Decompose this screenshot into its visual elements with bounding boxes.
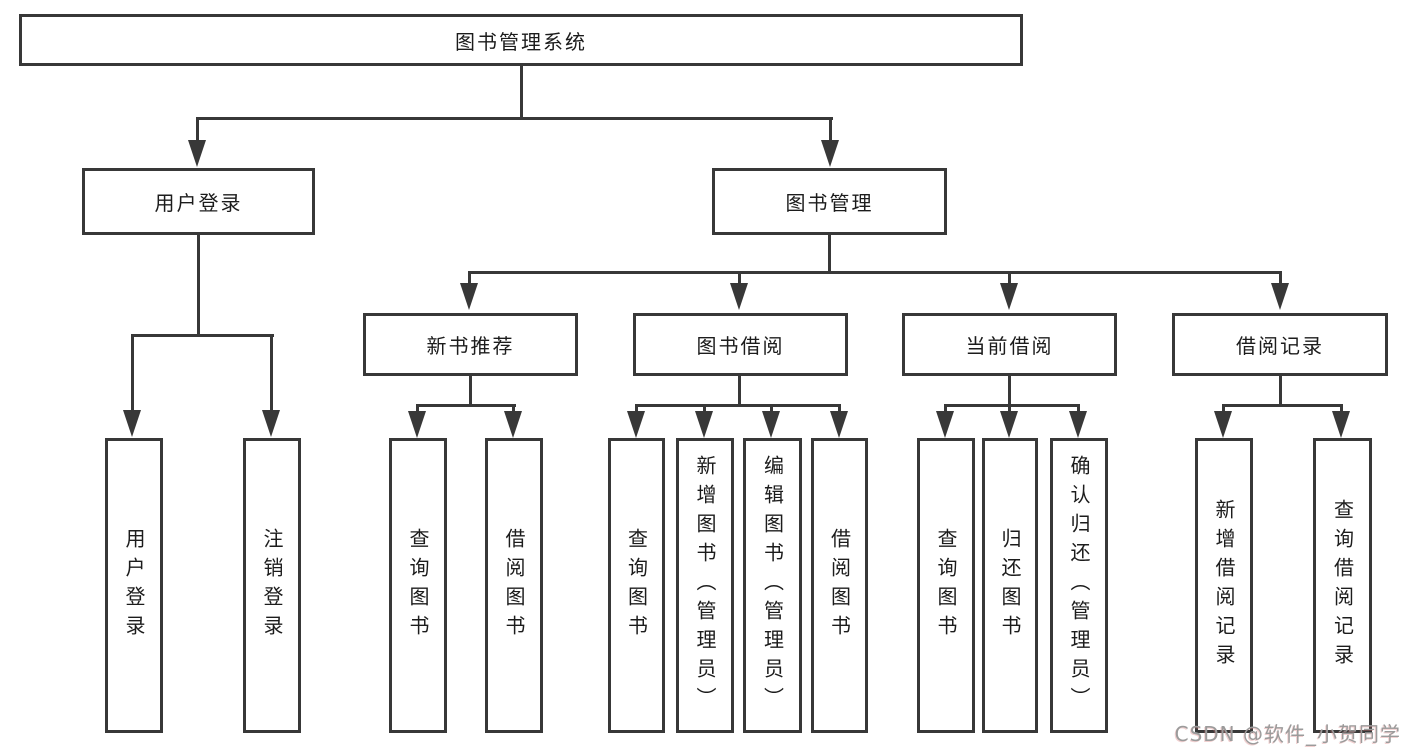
arrowhead-leaf-user-login-icon — [123, 410, 141, 437]
arrowhead-current-borrow-icon — [1000, 283, 1018, 310]
connector-drop — [635, 404, 638, 414]
connector-drop — [1340, 404, 1343, 414]
arrowhead-icon — [830, 411, 848, 438]
node-book-management-system: 图书管理系统 — [19, 14, 1023, 66]
connector-new-book-stem — [469, 376, 472, 406]
connector-user-login-distributor — [131, 334, 274, 337]
connector-borrow-records-distributor — [1222, 404, 1343, 407]
arrowhead-icon — [1069, 411, 1087, 438]
connector-drop-book-management — [829, 117, 832, 142]
connector-drop-leaf-user-login — [131, 334, 134, 412]
connector-borrow-records-stem — [1279, 376, 1282, 406]
csdn-watermark: CSDN @软件_小贺同学 — [1174, 722, 1401, 746]
arrowhead-user-login-icon — [188, 140, 206, 167]
connector-drop — [944, 404, 947, 414]
connector-drop-current-borrow — [1008, 271, 1011, 285]
leaf-logout: 注销登录 — [243, 438, 301, 733]
leaf-confirm-return-admin: 确认归还（管理员） — [1050, 438, 1108, 733]
arrowhead-icon — [504, 411, 522, 438]
connector-drop — [416, 404, 419, 414]
connector-book-borrow-distributor — [635, 404, 841, 407]
arrowhead-icon — [1214, 411, 1232, 438]
connector-user-login-stem — [197, 235, 200, 335]
node-new-book-recommend: 新书推荐 — [363, 313, 578, 376]
connector-drop-user-login — [196, 117, 199, 142]
connector-book-borrow-stem — [738, 376, 741, 406]
leaf-add-books-admin: 新增图书（管理员） — [676, 438, 734, 733]
node-user-login: 用户登录 — [82, 168, 315, 235]
leaf-borrow-books: 借阅图书 — [485, 438, 543, 733]
connector-drop — [1077, 404, 1080, 414]
connector-drop-borrow-records — [1279, 271, 1282, 285]
leaf-query-books: 查询图书 — [389, 438, 447, 733]
connector-drop — [770, 404, 773, 414]
arrowhead-icon — [1000, 411, 1018, 438]
arrowhead-book-management-icon — [821, 140, 839, 167]
node-book-borrow: 图书借阅 — [633, 313, 848, 376]
leaf-edit-books-admin: 编辑图书（管理员） — [743, 438, 802, 733]
connector-level2-distributor — [196, 117, 833, 120]
arrowhead-borrow-records-icon — [1271, 283, 1289, 310]
arrowhead-icon — [762, 411, 780, 438]
connector-new-book-distributor — [416, 404, 516, 407]
leaf-query-books: 查询图书 — [917, 438, 975, 733]
node-borrow-records: 借阅记录 — [1172, 313, 1388, 376]
node-book-management: 图书管理 — [712, 168, 947, 235]
connector-root-stem — [520, 66, 523, 118]
connector-drop — [703, 404, 706, 414]
node-current-borrow: 当前借阅 — [902, 313, 1117, 376]
arrowhead-icon — [408, 411, 426, 438]
connector-current-borrow-distributor — [944, 404, 1080, 407]
leaf-add-borrow-record: 新增借阅记录 — [1195, 438, 1253, 733]
arrowhead-leaf-logout-icon — [262, 410, 280, 437]
connector-drop — [1008, 404, 1011, 414]
arrowhead-icon — [1332, 411, 1350, 438]
arrowhead-icon — [936, 411, 954, 438]
arrowhead-new-book-icon — [460, 283, 478, 310]
arrowhead-icon — [695, 411, 713, 438]
leaf-return-books: 归还图书 — [982, 438, 1038, 733]
leaf-borrow-books: 借阅图书 — [811, 438, 868, 733]
connector-drop-leaf-logout — [270, 334, 273, 412]
leaf-query-borrow-record: 查询借阅记录 — [1313, 438, 1372, 733]
arrowhead-book-borrow-icon — [730, 283, 748, 310]
leaf-user-login: 用户登录 — [105, 438, 163, 733]
connector-drop-book-borrow — [738, 271, 741, 285]
leaf-query-books: 查询图书 — [608, 438, 665, 733]
connector-drop — [838, 404, 841, 414]
connector-drop — [1222, 404, 1225, 414]
connector-drop — [512, 404, 515, 414]
arrowhead-icon — [627, 411, 645, 438]
connector-level3-distributor — [468, 271, 1282, 274]
connector-book-management-stem — [828, 235, 831, 274]
connector-drop-new-book — [468, 271, 471, 285]
connector-current-borrow-stem — [1008, 376, 1011, 406]
